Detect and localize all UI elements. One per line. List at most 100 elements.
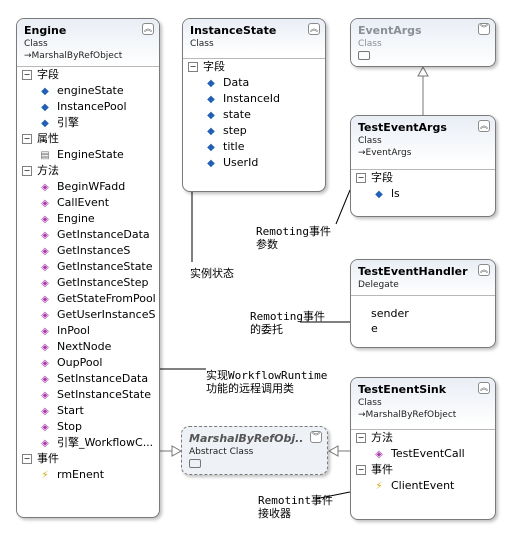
section-header[interactable]: −属性 bbox=[22, 132, 59, 145]
inherits-arrow-icon: → bbox=[24, 51, 32, 61]
member-event[interactable]: ⚡rmEnent bbox=[17, 467, 159, 483]
collapse-chevron-icon[interactable]: ︽ bbox=[478, 120, 490, 132]
method-icon: ◈ bbox=[41, 374, 49, 385]
event-icon: ⚡ bbox=[41, 470, 49, 481]
section-header[interactable]: −事件 bbox=[22, 452, 59, 465]
test-enent-sink-class-base: →MarshalByRefObject bbox=[358, 410, 457, 420]
member-method[interactable]: ◈NextNode bbox=[17, 339, 159, 355]
method-icon: ◈ bbox=[41, 310, 49, 321]
test-enent-sink-class-header: TestEnentSink Class →MarshalByRefObject … bbox=[351, 378, 495, 425]
member-method[interactable]: ◈GetInstanceState bbox=[17, 259, 159, 275]
member-method[interactable]: ◈GetStateFromPool bbox=[17, 291, 159, 307]
field-icon: ◆ bbox=[375, 189, 383, 200]
inherit-arrowhead-eventargs bbox=[417, 65, 429, 77]
collapse-chevron-icon[interactable]: ︽ bbox=[142, 23, 154, 35]
collapse-section-icon[interactable]: − bbox=[356, 173, 366, 183]
section-header[interactable]: −字段 bbox=[356, 171, 393, 184]
section-header[interactable]: −字段 bbox=[188, 60, 225, 73]
marshal-by-ref-header: MarshalByRefObj... Abstract Class ︾ bbox=[182, 427, 327, 474]
collapse-section-icon[interactable]: − bbox=[22, 166, 32, 176]
member-method[interactable]: ◈OupPool bbox=[17, 355, 159, 371]
collapse-section-icon[interactable]: − bbox=[356, 465, 366, 475]
engine-class-base: →MarshalByRefObject bbox=[24, 51, 123, 61]
member-method[interactable]: ◈Stop bbox=[17, 419, 159, 435]
member-method[interactable]: ◈GetInstanceData bbox=[17, 227, 159, 243]
event-args-class[interactable]: EventArgs Class ︾ bbox=[350, 18, 496, 67]
member-field[interactable]: ◆ls bbox=[351, 186, 495, 202]
member-field[interactable]: ◆engineState bbox=[17, 83, 159, 99]
collapse-section-icon[interactable]: − bbox=[356, 433, 366, 443]
expand-chevron-icon[interactable]: ︾ bbox=[310, 431, 322, 443]
member-field[interactable]: ◆Data bbox=[183, 75, 325, 91]
field-icon: ◆ bbox=[207, 142, 215, 153]
member-property[interactable]: ▤EngineState bbox=[17, 147, 159, 163]
inherit-arrowhead-marshal bbox=[327, 445, 339, 457]
section-header[interactable]: −事件 bbox=[356, 463, 393, 476]
member-field[interactable]: ◆引擎 bbox=[17, 115, 159, 131]
section-header[interactable]: −字段 bbox=[22, 68, 59, 81]
member-method[interactable]: ◈SetInstanceData bbox=[17, 371, 159, 387]
inherit-arrowhead-marshal-left bbox=[171, 445, 183, 457]
member-method[interactable]: ◈GetInstanceStep bbox=[17, 275, 159, 291]
property-icon: ▤ bbox=[40, 150, 50, 161]
member-field[interactable]: ◆title bbox=[183, 139, 325, 155]
delegate-param[interactable]: sender bbox=[371, 307, 409, 320]
test-event-handler-header: TestEventHandler Delegate ︽ bbox=[351, 260, 495, 295]
member-method[interactable]: ◈TestEventCall bbox=[351, 446, 495, 462]
member-field[interactable]: ◆step bbox=[183, 123, 325, 139]
method-icon: ◈ bbox=[41, 182, 49, 193]
member-method[interactable]: ◈GetInstanceS bbox=[17, 243, 159, 259]
member-method[interactable]: ◈InPool bbox=[17, 323, 159, 339]
method-icon: ◈ bbox=[41, 262, 49, 273]
collapse-chevron-icon[interactable]: ︽ bbox=[478, 382, 490, 394]
method-icon: ◈ bbox=[41, 214, 49, 225]
section-header[interactable]: −方法 bbox=[356, 431, 393, 444]
collapse-chevron-icon[interactable]: ︽ bbox=[478, 264, 490, 276]
marshal-by-ref-object-class[interactable]: MarshalByRefObj... Abstract Class ︾ bbox=[181, 426, 328, 475]
event-args-class-stereotype: Class bbox=[358, 39, 382, 49]
collapse-section-icon[interactable]: − bbox=[22, 134, 32, 144]
instance-state-class-name: InstanceState bbox=[190, 24, 277, 37]
note-instance-state: 实例状态 bbox=[190, 267, 234, 280]
instance-state-class[interactable]: InstanceState Class ︽ −字段 ◆Data ◆Instanc… bbox=[182, 18, 326, 192]
event-args-class-header: EventArgs Class ︾ bbox=[351, 19, 495, 66]
section-header[interactable]: −方法 bbox=[22, 164, 59, 177]
expand-chevron-icon[interactable]: ︾ bbox=[478, 23, 490, 35]
method-icon: ◈ bbox=[375, 449, 383, 460]
engine-class[interactable]: Engine Class →MarshalByRefObject ︽ −字段 ◆… bbox=[16, 18, 160, 518]
test-enent-sink-class[interactable]: TestEnentSink Class →MarshalByRefObject … bbox=[350, 377, 496, 520]
inherits-arrow-icon: → bbox=[358, 410, 366, 420]
collapse-section-icon[interactable]: − bbox=[22, 454, 32, 464]
field-icon: ◆ bbox=[207, 78, 215, 89]
method-icon: ◈ bbox=[41, 294, 49, 305]
member-method[interactable]: ◈BeginWFadd bbox=[17, 179, 159, 195]
member-method[interactable]: ◈GetUserInstanceS bbox=[17, 307, 159, 323]
member-field[interactable]: ◆InstanceId bbox=[183, 91, 325, 107]
member-field[interactable]: ◆state bbox=[183, 107, 325, 123]
member-event[interactable]: ⚡ClientEvent bbox=[351, 478, 495, 494]
test-enent-sink-class-body: −方法 ◈TestEventCall −事件 ⚡ClientEvent bbox=[351, 429, 495, 494]
field-icon: ◆ bbox=[41, 86, 49, 97]
method-icon: ◈ bbox=[41, 326, 49, 337]
member-method[interactable]: ◈SetInstanceState bbox=[17, 387, 159, 403]
field-icon: ◆ bbox=[207, 126, 215, 137]
collapse-section-icon[interactable]: − bbox=[22, 70, 32, 80]
member-method[interactable]: ◈Start bbox=[17, 403, 159, 419]
field-icon: ◆ bbox=[41, 102, 49, 113]
collapse-chevron-icon[interactable]: ︽ bbox=[308, 23, 320, 35]
note-sink: Remotint事件 接收器 bbox=[258, 494, 333, 520]
delegate-param[interactable]: e bbox=[371, 322, 378, 335]
engine-class-stereotype: Class bbox=[24, 39, 48, 49]
test-event-args-class[interactable]: TestEventArgs Class →EventArgs ︽ −字段 ◆ls bbox=[350, 115, 496, 217]
member-method[interactable]: ◈Engine bbox=[17, 211, 159, 227]
member-field[interactable]: ◆UserId bbox=[183, 155, 325, 171]
method-icon: ◈ bbox=[41, 358, 49, 369]
test-event-handler-delegate[interactable]: TestEventHandler Delegate ︽ sender e bbox=[350, 259, 496, 348]
method-icon: ◈ bbox=[41, 342, 49, 353]
member-method[interactable]: ◈CallEvent bbox=[17, 195, 159, 211]
test-event-args-class-header: TestEventArgs Class →EventArgs ︽ bbox=[351, 116, 495, 163]
field-icon: ◆ bbox=[207, 110, 215, 121]
member-field[interactable]: ◆InstancePool bbox=[17, 99, 159, 115]
collapse-section-icon[interactable]: − bbox=[188, 62, 198, 72]
member-method[interactable]: ◈引擎_WorkflowC... bbox=[17, 435, 159, 451]
